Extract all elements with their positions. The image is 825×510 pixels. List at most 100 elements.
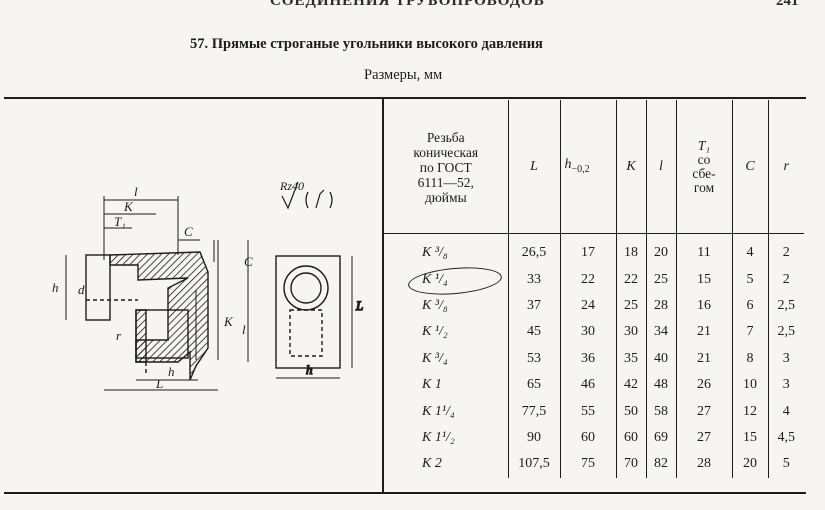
cell-thread: K 1¹/₄	[422, 403, 455, 419]
cell-t1: 27	[675, 398, 732, 425]
cell-r: 3	[767, 345, 804, 372]
cell-r: 2,5	[767, 292, 804, 320]
elbow-section-view	[85, 251, 209, 381]
cell-t1: 27	[675, 424, 732, 452]
cell-k: 22	[615, 266, 646, 293]
top-rule	[4, 97, 806, 99]
cell-l: 33	[507, 266, 560, 293]
cell-l: 26,5	[507, 233, 560, 267]
cell-l: 28	[645, 292, 676, 320]
cell-h: 36	[559, 345, 616, 372]
cell-k: 60	[615, 424, 646, 452]
page-number: 241	[776, 0, 799, 9]
cell-l: 20	[645, 233, 676, 267]
cell-l: 69	[645, 424, 676, 452]
dim-label-l-bottom: L	[155, 376, 163, 391]
cell-h: 75	[559, 451, 616, 478]
cell-l: 25	[645, 266, 676, 293]
elbow-lower-wall	[135, 309, 147, 363]
roughness-label: Rz40	[279, 179, 304, 193]
cell-thread: K 1¹/₂	[422, 429, 455, 445]
cell-c: 20	[731, 451, 768, 478]
cell-r: 2	[767, 266, 804, 293]
cell-t1: 16	[675, 292, 732, 320]
dimension-labels: l K T₁ C h d r h L K l C	[52, 184, 253, 391]
bottom-rule	[4, 492, 806, 494]
elbow-side-view: h L	[275, 255, 364, 379]
cell-l: 90	[507, 424, 560, 452]
cell-c: 6	[731, 292, 768, 320]
cell-t1: 21	[675, 345, 732, 372]
cell-c: 12	[731, 398, 768, 425]
header-r: r	[767, 100, 804, 234]
header-thread: Резьба коническая по ГОСТ 6111—52, дюймы	[384, 100, 508, 234]
cell-k: 18	[615, 233, 646, 267]
cell-k: 70	[615, 451, 646, 478]
cell-k: 25	[615, 292, 646, 320]
vertical-divider	[382, 97, 384, 493]
header-k: K	[615, 100, 646, 234]
cell-c: 5	[731, 266, 768, 293]
cell-l: 37	[507, 292, 560, 320]
elbow-drawing: l K T₁ C h d r h L K l C Rz40 h L	[52, 179, 364, 391]
roughness-mark: Rz40	[279, 179, 333, 210]
cell-t1: 11	[675, 233, 732, 267]
cell-r: 2,5	[767, 319, 804, 346]
header-h: h−0,2	[559, 100, 616, 234]
cell-h: 24	[559, 292, 616, 320]
cell-h: 55	[559, 398, 616, 425]
dim-label-r: r	[116, 328, 122, 343]
cell-thread: K ¹/₄	[422, 271, 448, 287]
cell-l: 58	[645, 398, 676, 425]
dim-label-c: C	[184, 224, 193, 239]
cell-c: 7	[731, 319, 768, 346]
dim-label-h-left: h	[52, 280, 59, 295]
running-head: СОЕДИНЕНИЯ ТРУБОПРОВОДОВ	[270, 0, 545, 9]
cell-t1: 15	[675, 266, 732, 293]
cell-c: 4	[731, 233, 768, 267]
cell-c: 8	[731, 345, 768, 372]
cell-k: 42	[615, 371, 646, 399]
cell-thread: K ¹/₂	[422, 324, 448, 340]
dim-label-t1: T₁	[114, 214, 126, 229]
cell-l: 53	[507, 345, 560, 372]
header-l-upper: L	[507, 100, 560, 234]
cell-l: 40	[645, 345, 676, 372]
table-subtitle: Размеры, мм	[364, 67, 443, 83]
cell-h: 60	[559, 424, 616, 452]
header-l-lower: l	[645, 100, 676, 234]
cell-k: 35	[615, 345, 646, 372]
elbow-wall-section	[109, 251, 209, 381]
cell-thread: K ³/₈	[422, 245, 448, 261]
dim-label-d: d	[78, 282, 85, 297]
cell-thread: K ³/₄	[422, 350, 448, 366]
cell-c: 15	[731, 424, 768, 452]
cell-l: 82	[645, 451, 676, 478]
dim-label-l: l	[134, 184, 138, 199]
cell-h: 30	[559, 319, 616, 346]
cell-thread: K 1	[422, 377, 442, 393]
cell-r: 4,5	[767, 424, 804, 452]
cell-h: 22	[559, 266, 616, 293]
table-title: 57. Прямые строганые угольники высокого …	[190, 36, 543, 52]
cell-r: 3	[767, 371, 804, 399]
cell-r: 2	[767, 233, 804, 267]
cell-l: 45	[507, 319, 560, 346]
cell-thread: K 2	[422, 456, 442, 472]
cell-l: 65	[507, 371, 560, 399]
header-c: C	[731, 100, 768, 234]
side-dim-label-l: L	[355, 298, 363, 313]
dim-label-k-right: K	[223, 314, 234, 329]
cell-h: 17	[559, 233, 616, 267]
cell-t1: 28	[675, 451, 732, 478]
dim-label-l-right: l	[242, 322, 246, 337]
header-row: Резьба коническая по ГОСТ 6111—52, дюймы…	[384, 100, 804, 234]
cell-l: 34	[645, 319, 676, 346]
